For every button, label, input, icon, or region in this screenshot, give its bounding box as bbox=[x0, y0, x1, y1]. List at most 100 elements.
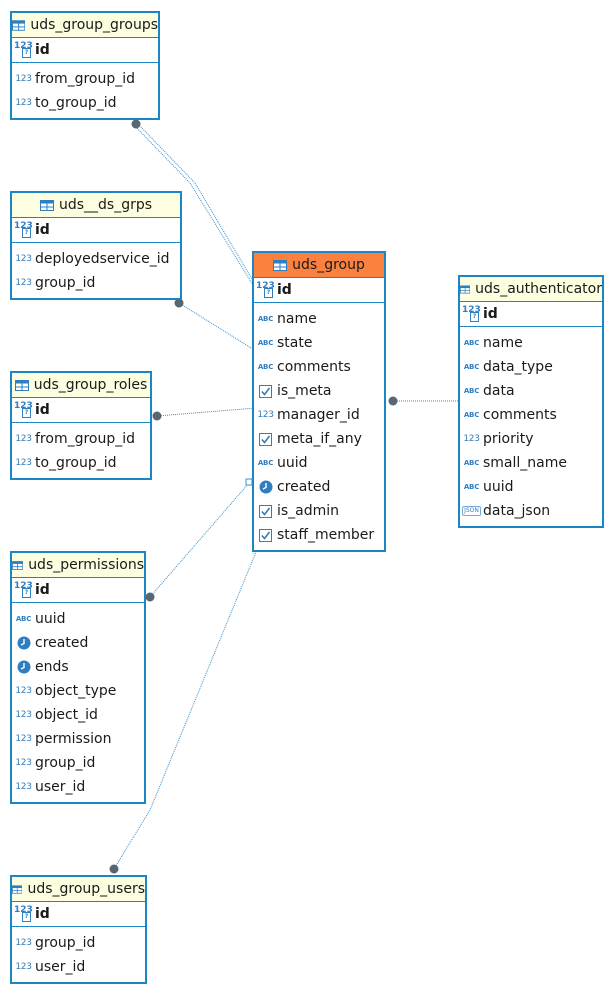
text-type-icon: ABC bbox=[257, 315, 274, 323]
table-name: uds_permissions bbox=[28, 557, 144, 573]
number-type-icon: 123 bbox=[15, 74, 32, 84]
column-name: user_id bbox=[35, 779, 86, 795]
link-group-roles bbox=[156, 407, 257, 417]
column-name: from_group_id bbox=[35, 431, 136, 447]
column-name: object_type bbox=[35, 683, 117, 699]
column-row[interactable]: ends bbox=[12, 655, 144, 679]
table-header[interactable]: uds_authenticator bbox=[460, 277, 602, 302]
primary-key-icon: 123? bbox=[256, 281, 275, 298]
primary-key-name: id bbox=[483, 306, 498, 322]
primary-key-row[interactable]: 123?id bbox=[12, 218, 180, 243]
table-header[interactable]: uds_group bbox=[254, 253, 384, 278]
primary-key-icon: 123? bbox=[14, 401, 33, 418]
primary-key-name: id bbox=[35, 42, 50, 58]
column-row[interactable]: meta_if_any bbox=[254, 427, 384, 451]
text-type-icon: ABC bbox=[463, 411, 480, 419]
checkbox-type-icon bbox=[256, 432, 275, 446]
column-row[interactable]: created bbox=[254, 475, 384, 499]
column-name: uuid bbox=[35, 611, 66, 627]
primary-key-name: id bbox=[277, 282, 292, 298]
column-name: uuid bbox=[483, 479, 514, 495]
number-type-icon: 123 bbox=[463, 434, 480, 444]
primary-key-name: id bbox=[35, 906, 50, 922]
number-type-icon: 123 bbox=[15, 254, 32, 264]
column-row[interactable]: is_admin bbox=[254, 499, 384, 523]
column-name: created bbox=[277, 479, 331, 495]
column-row[interactable]: is_meta bbox=[254, 379, 384, 403]
number-type-icon: 123 bbox=[15, 734, 32, 744]
column-name: is_meta bbox=[277, 383, 332, 399]
primary-key-name: id bbox=[35, 222, 50, 238]
column-row[interactable]: created bbox=[12, 631, 144, 655]
table-icon bbox=[14, 379, 29, 391]
column-name: meta_if_any bbox=[277, 431, 362, 447]
column-name: permission bbox=[35, 731, 112, 747]
table-icon bbox=[460, 285, 471, 293]
text-type-icon: ABC bbox=[463, 387, 480, 395]
table-icon bbox=[12, 884, 23, 894]
number-type-icon: 123 bbox=[15, 962, 32, 972]
endpoint-authenticator bbox=[388, 396, 398, 406]
table-header[interactable]: uds__ds_grps bbox=[12, 193, 180, 218]
table-icon bbox=[39, 199, 54, 211]
clock-type-icon bbox=[256, 480, 275, 494]
column-name: group_id bbox=[35, 755, 96, 771]
primary-key-row[interactable]: 123?id bbox=[460, 302, 602, 327]
column-name: priority bbox=[483, 431, 534, 447]
primary-key-row[interactable]: 123?id bbox=[254, 278, 384, 303]
table-header[interactable]: uds_group_roles bbox=[12, 373, 150, 398]
link-ds-grps bbox=[178, 302, 257, 352]
column-name: name bbox=[483, 335, 523, 351]
primary-key-icon: 123? bbox=[14, 905, 33, 922]
column-row[interactable]: staff_member bbox=[254, 523, 384, 547]
primary-key-row[interactable]: 123?id bbox=[12, 578, 144, 603]
text-type-icon: ABC bbox=[257, 339, 274, 347]
primary-key-row[interactable]: 123?id bbox=[12, 38, 158, 63]
primary-key-row[interactable]: 123?id bbox=[12, 398, 150, 423]
number-type-icon: 123 bbox=[15, 434, 32, 444]
table-header[interactable]: uds_permissions bbox=[12, 553, 144, 578]
primary-key-row[interactable]: 123?id bbox=[12, 902, 145, 927]
table-header[interactable]: uds_group_users bbox=[12, 877, 145, 902]
table-header[interactable]: uds_group_groups bbox=[12, 13, 158, 38]
link-group-groups-2 bbox=[137, 123, 260, 292]
number-type-icon: 123 bbox=[15, 782, 32, 792]
